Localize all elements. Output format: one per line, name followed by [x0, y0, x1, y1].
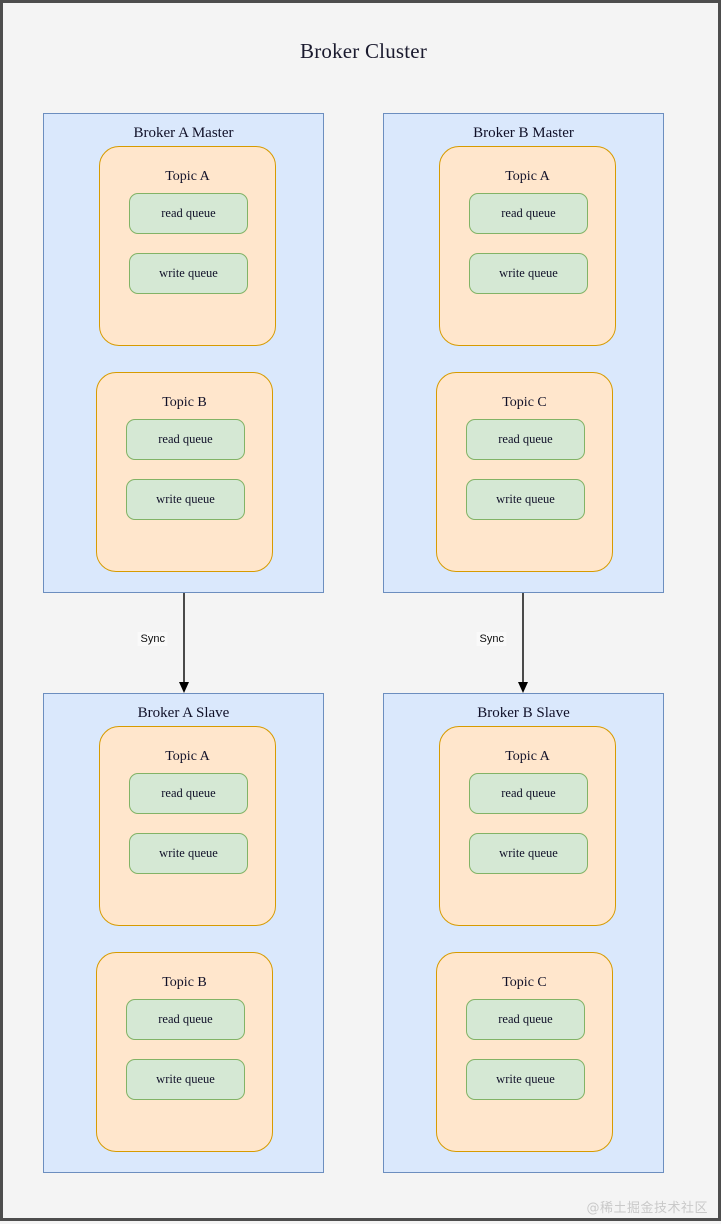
topic-box[interactable]: Topic C read queue write queue	[436, 952, 613, 1152]
queue-box[interactable]: read queue	[469, 193, 588, 234]
topic-title: Topic A	[165, 749, 210, 764]
topic-title: Topic A	[165, 169, 210, 184]
topic-box[interactable]: Topic A read queue write queue	[439, 726, 616, 926]
broker-title: Broker A Master	[133, 125, 234, 141]
queue-box[interactable]: write queue	[126, 1059, 245, 1100]
topic-box[interactable]: Topic B read queue write queue	[96, 372, 273, 572]
topic-title: Topic A	[505, 749, 550, 764]
topic-box[interactable]: Topic A read queue write queue	[439, 146, 616, 346]
sync-label: Sync	[476, 632, 507, 646]
queue-box[interactable]: read queue	[466, 999, 585, 1040]
queue-box[interactable]: read queue	[129, 773, 248, 814]
arrowhead-icon	[179, 682, 189, 693]
queue-box[interactable]: read queue	[129, 193, 248, 234]
topic-box[interactable]: Topic B read queue write queue	[96, 952, 273, 1152]
queue-box[interactable]: read queue	[126, 999, 245, 1040]
topic-title: Topic C	[502, 975, 547, 990]
queue-box[interactable]: read queue	[466, 419, 585, 460]
topic-title: Topic B	[162, 975, 207, 990]
broker-title: Broker B Master	[473, 125, 574, 141]
queue-box[interactable]: read queue	[126, 419, 245, 460]
topic-box[interactable]: Topic A read queue write queue	[99, 726, 276, 926]
queue-box[interactable]: write queue	[469, 253, 588, 294]
topic-title: Topic C	[502, 395, 547, 410]
page-title: Broker Cluster	[299, 39, 428, 63]
queue-box[interactable]: write queue	[466, 479, 585, 520]
watermark: @稀土掘金技术社区	[586, 1201, 708, 1216]
queue-box[interactable]: write queue	[466, 1059, 585, 1100]
sync-arrow-sync-b	[518, 593, 528, 693]
topic-title: Topic A	[505, 169, 550, 184]
queue-box[interactable]: write queue	[129, 253, 248, 294]
sync-label: Sync	[137, 632, 168, 646]
arrowhead-icon	[518, 682, 528, 693]
topic-box[interactable]: Topic C read queue write queue	[436, 372, 613, 572]
broker-title: Broker B Slave	[477, 705, 570, 721]
queue-box[interactable]: write queue	[469, 833, 588, 874]
sync-arrow-sync-a	[179, 593, 189, 693]
topic-title: Topic B	[162, 395, 207, 410]
topic-box[interactable]: Topic A read queue write queue	[99, 146, 276, 346]
queue-box[interactable]: write queue	[129, 833, 248, 874]
queue-box[interactable]: read queue	[469, 773, 588, 814]
queue-box[interactable]: write queue	[126, 479, 245, 520]
broker-title: Broker A Slave	[137, 705, 230, 721]
